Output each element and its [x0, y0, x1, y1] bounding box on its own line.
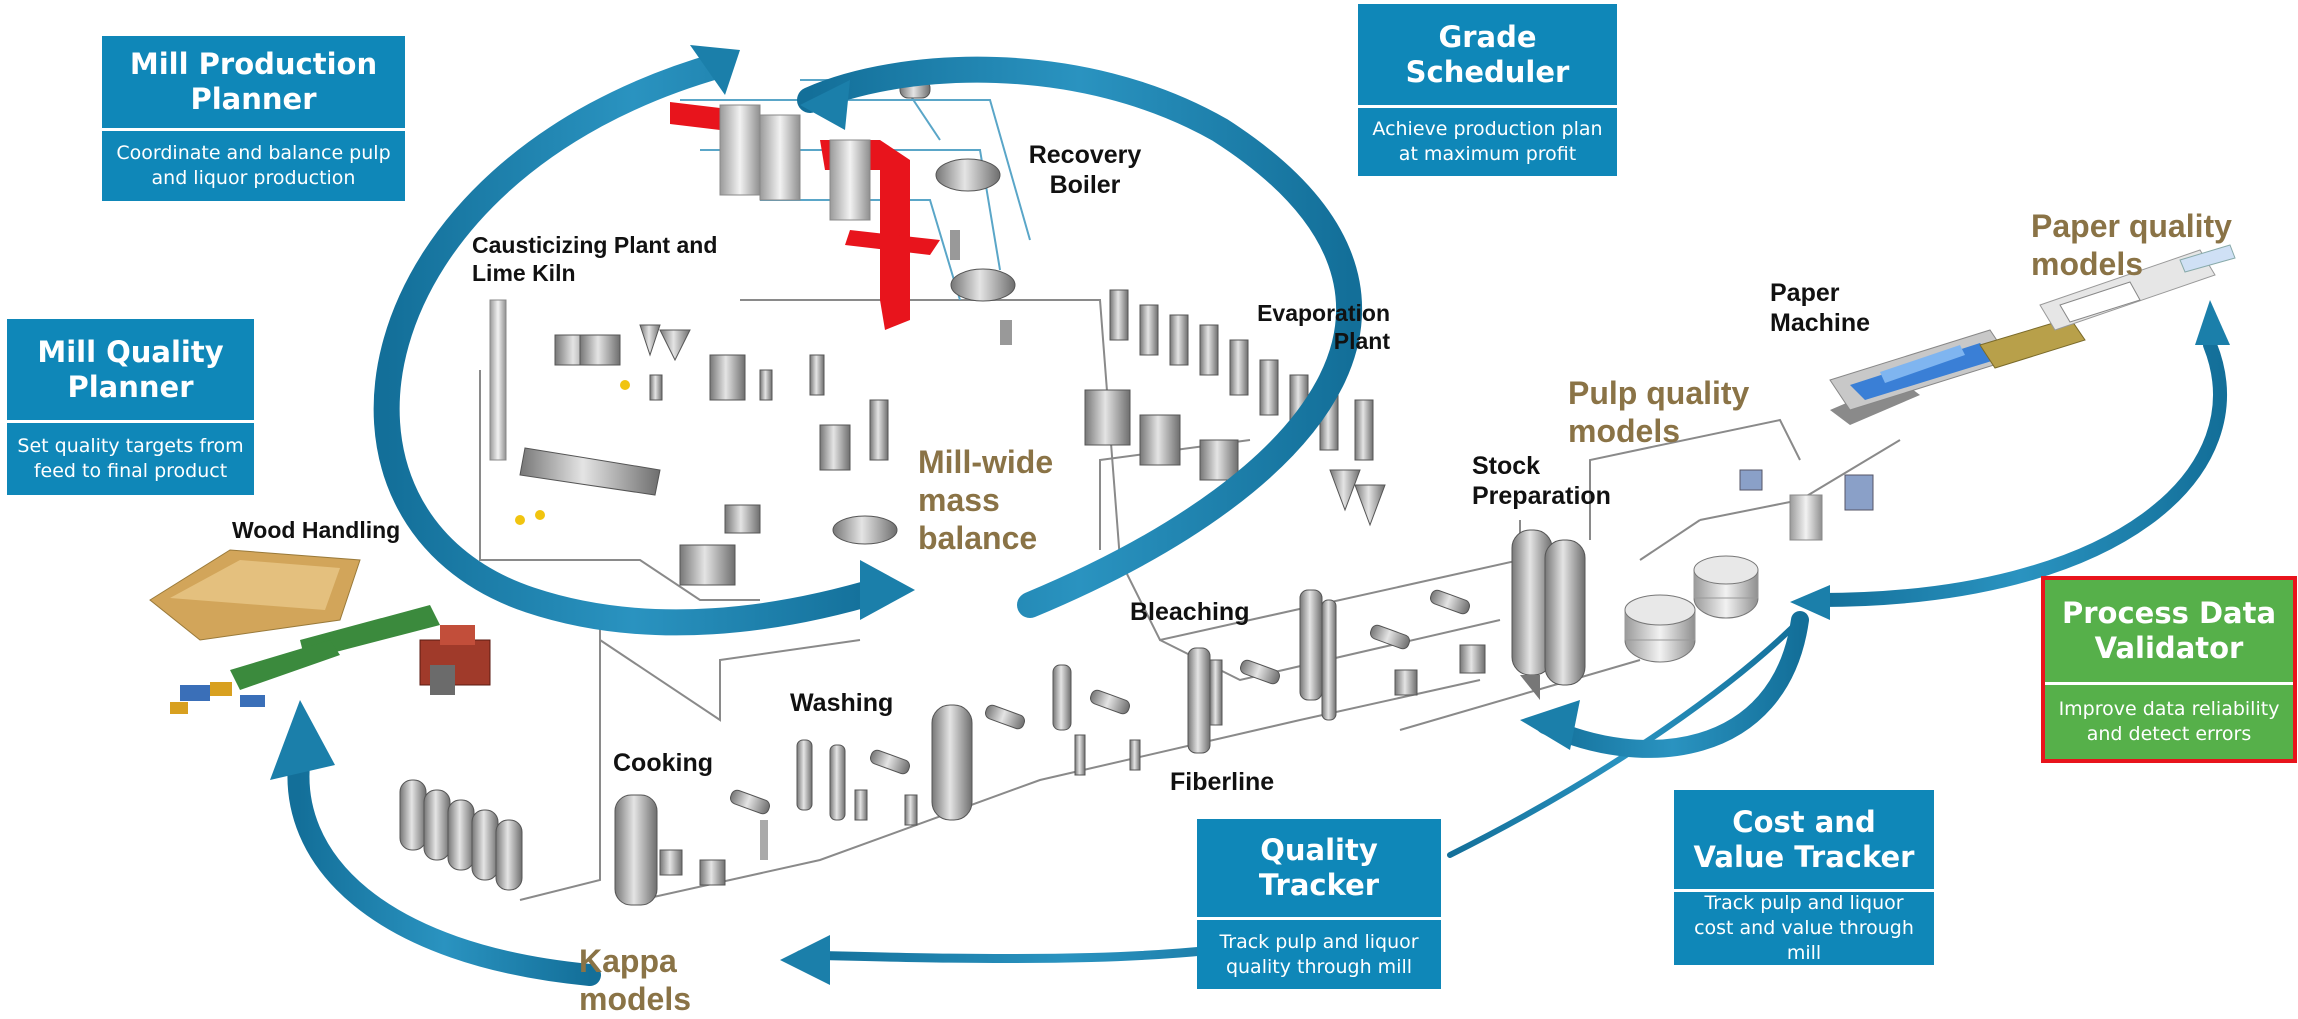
pulp-quality-loop-arrow	[1536, 611, 1809, 758]
evaporation-equipment	[1084, 289, 1386, 527]
card-description: Improve data reliability and detect erro…	[2045, 685, 2293, 759]
card-title: Mill Production Planner	[102, 36, 405, 128]
causticizing-equipment	[489, 299, 898, 586]
arrowhead-kappa	[780, 935, 830, 985]
arrowhead-wood	[270, 700, 335, 780]
arrowhead-top-left	[690, 45, 740, 95]
stock-preparation-equipment	[1511, 529, 1586, 700]
card-title: Cost and Value Tracker	[1674, 790, 1934, 889]
arrowhead-mass-balance	[860, 560, 915, 620]
piping-network	[479, 299, 1901, 901]
paper-machine-label: Paper Machine	[1770, 279, 1871, 337]
wood-handling-equipment	[149, 549, 491, 714]
card-title: Grade Scheduler	[1358, 4, 1617, 105]
paper-machine-equipment	[1624, 244, 2236, 663]
evaporation-label: Evaporation Plant	[1257, 300, 1390, 354]
mill-wide-mass-balance-label: Mill-wide mass balance	[918, 444, 1054, 556]
arrowhead-paper	[2195, 300, 2230, 345]
bleaching-equipment	[1052, 589, 1486, 776]
cooking-equipment	[399, 779, 768, 906]
arrowhead-recovery	[800, 80, 850, 130]
cooking-label: Cooking	[613, 749, 713, 777]
causticizing-label: Causticizing Plant and Lime Kiln	[472, 232, 718, 286]
arrow-heads	[270, 45, 2230, 985]
card-description: Track pulp and liquor quality through mi…	[1197, 920, 1441, 989]
mill-quality-planner-card: Mill Quality Planner Set quality targets…	[7, 319, 254, 495]
pulp-quality-models-label: Pulp quality models	[1568, 375, 1750, 449]
arrowhead-pulp	[1790, 585, 1830, 620]
stock-preparation-label: Stock Preparation	[1472, 452, 1611, 510]
bleaching-label: Bleaching	[1130, 598, 1250, 626]
recovery-boiler-equipment	[670, 79, 1031, 345]
kappa-loop-arrow	[287, 744, 601, 986]
kappa-models-label: Kappa models	[579, 943, 692, 1017]
cost-and-value-tracker-card: Cost and Value Tracker Track pulp and li…	[1674, 790, 1934, 965]
quality-tracker-card: Quality Tracker Track pulp and liquor qu…	[1197, 819, 1441, 989]
paper-quality-loop-arrow	[1813, 338, 2227, 607]
mass-balance-loop-left-arrow	[373, 52, 893, 636]
process-arrows	[287, 52, 2227, 986]
card-title: Process Data Validator	[2045, 580, 2293, 682]
washing-equipment	[730, 704, 1025, 826]
card-description: Set quality targets from feed to final p…	[7, 423, 254, 495]
recovery-boiler-label: Recovery Boiler	[1028, 141, 1142, 199]
paper-quality-models-label: Paper quality models	[2031, 208, 2232, 282]
card-description: Track pulp and liquor cost and value thr…	[1674, 892, 1934, 965]
card-title: Quality Tracker	[1197, 819, 1441, 917]
card-title: Mill Quality Planner	[7, 319, 254, 420]
mill-production-planner-card: Mill Production Planner Coordinate and b…	[102, 36, 405, 201]
card-description: Achieve production plan at maximum profi…	[1358, 108, 1617, 176]
washing-label: Washing	[790, 689, 894, 717]
process-data-validator-card: Process Data Validator Improve data reli…	[2041, 576, 2297, 763]
fiberline-label: Fiberline	[1170, 768, 1275, 796]
wood-handling-label: Wood Handling	[232, 517, 401, 543]
grade-scheduler-card: Grade Scheduler Achieve production plan …	[1358, 4, 1617, 176]
quality-tracker-feed-arrow	[1447, 617, 1803, 858]
arrowhead-stock	[1520, 700, 1580, 750]
card-description: Coordinate and balance pulp and liquor p…	[102, 131, 405, 201]
mass-balance-loop-right-arrow	[797, 56, 1363, 618]
